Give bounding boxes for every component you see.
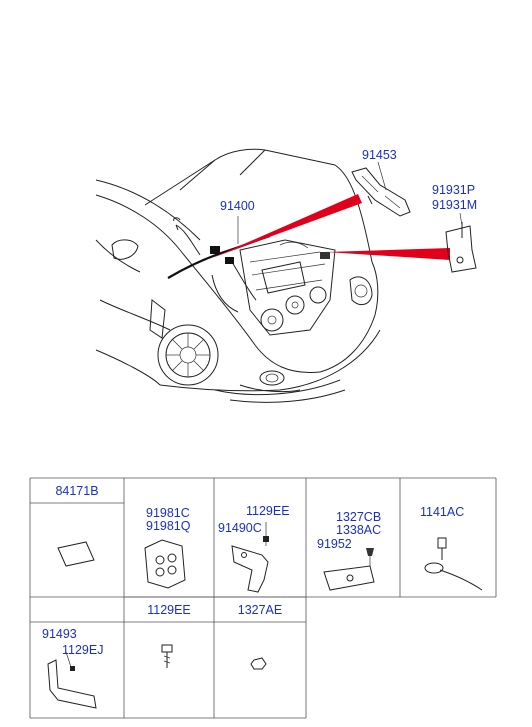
- callout-91453: 91453: [362, 148, 397, 162]
- part-91453-bracket: [351, 161, 411, 217]
- label-91493: 91493: [42, 627, 77, 641]
- car-body-outline: [95, 148, 381, 403]
- label-1327cb: 1327CB: [336, 510, 382, 524]
- label-91490c: 91490C: [218, 521, 262, 535]
- bolt-1129ee-icon: [161, 644, 173, 668]
- engine-block: [239, 239, 336, 336]
- callout-91400: 91400: [220, 199, 255, 213]
- pointer-91453: [212, 194, 362, 258]
- header-1129ee: 1129EE: [147, 603, 191, 617]
- cable-1141ac-icon: [424, 537, 483, 591]
- callout-91931m: 91931M: [432, 198, 478, 212]
- label-1129ej: 1129EJ: [62, 643, 104, 657]
- label-1129ee-top: 1129EE: [246, 504, 290, 518]
- header-84171b: 84171B: [55, 484, 99, 498]
- bracket-91490c-icon: [231, 522, 269, 593]
- label-1338ac: 1338AC: [336, 523, 382, 537]
- label-91981q: 91981Q: [146, 519, 191, 533]
- label-91952: 91952: [317, 537, 352, 551]
- header-1327ae: 1327AE: [237, 603, 283, 617]
- nut-1327ae-icon: [250, 657, 267, 670]
- label-91981c: 91981C: [146, 506, 190, 520]
- parts-table-grid: [29, 477, 497, 719]
- part-91931-bracket: [445, 212, 477, 273]
- pointer-91931: [326, 248, 450, 260]
- plug-84171b-icon: [57, 541, 95, 567]
- plate-91952-icon: [323, 548, 375, 591]
- connector-91981-icon: [144, 539, 186, 589]
- label-1141ac: 1141AC: [420, 505, 465, 519]
- callout-91931p: 91931P: [432, 183, 476, 197]
- wiring-harness: [167, 217, 271, 313]
- bracket-91493-icon: [47, 651, 97, 709]
